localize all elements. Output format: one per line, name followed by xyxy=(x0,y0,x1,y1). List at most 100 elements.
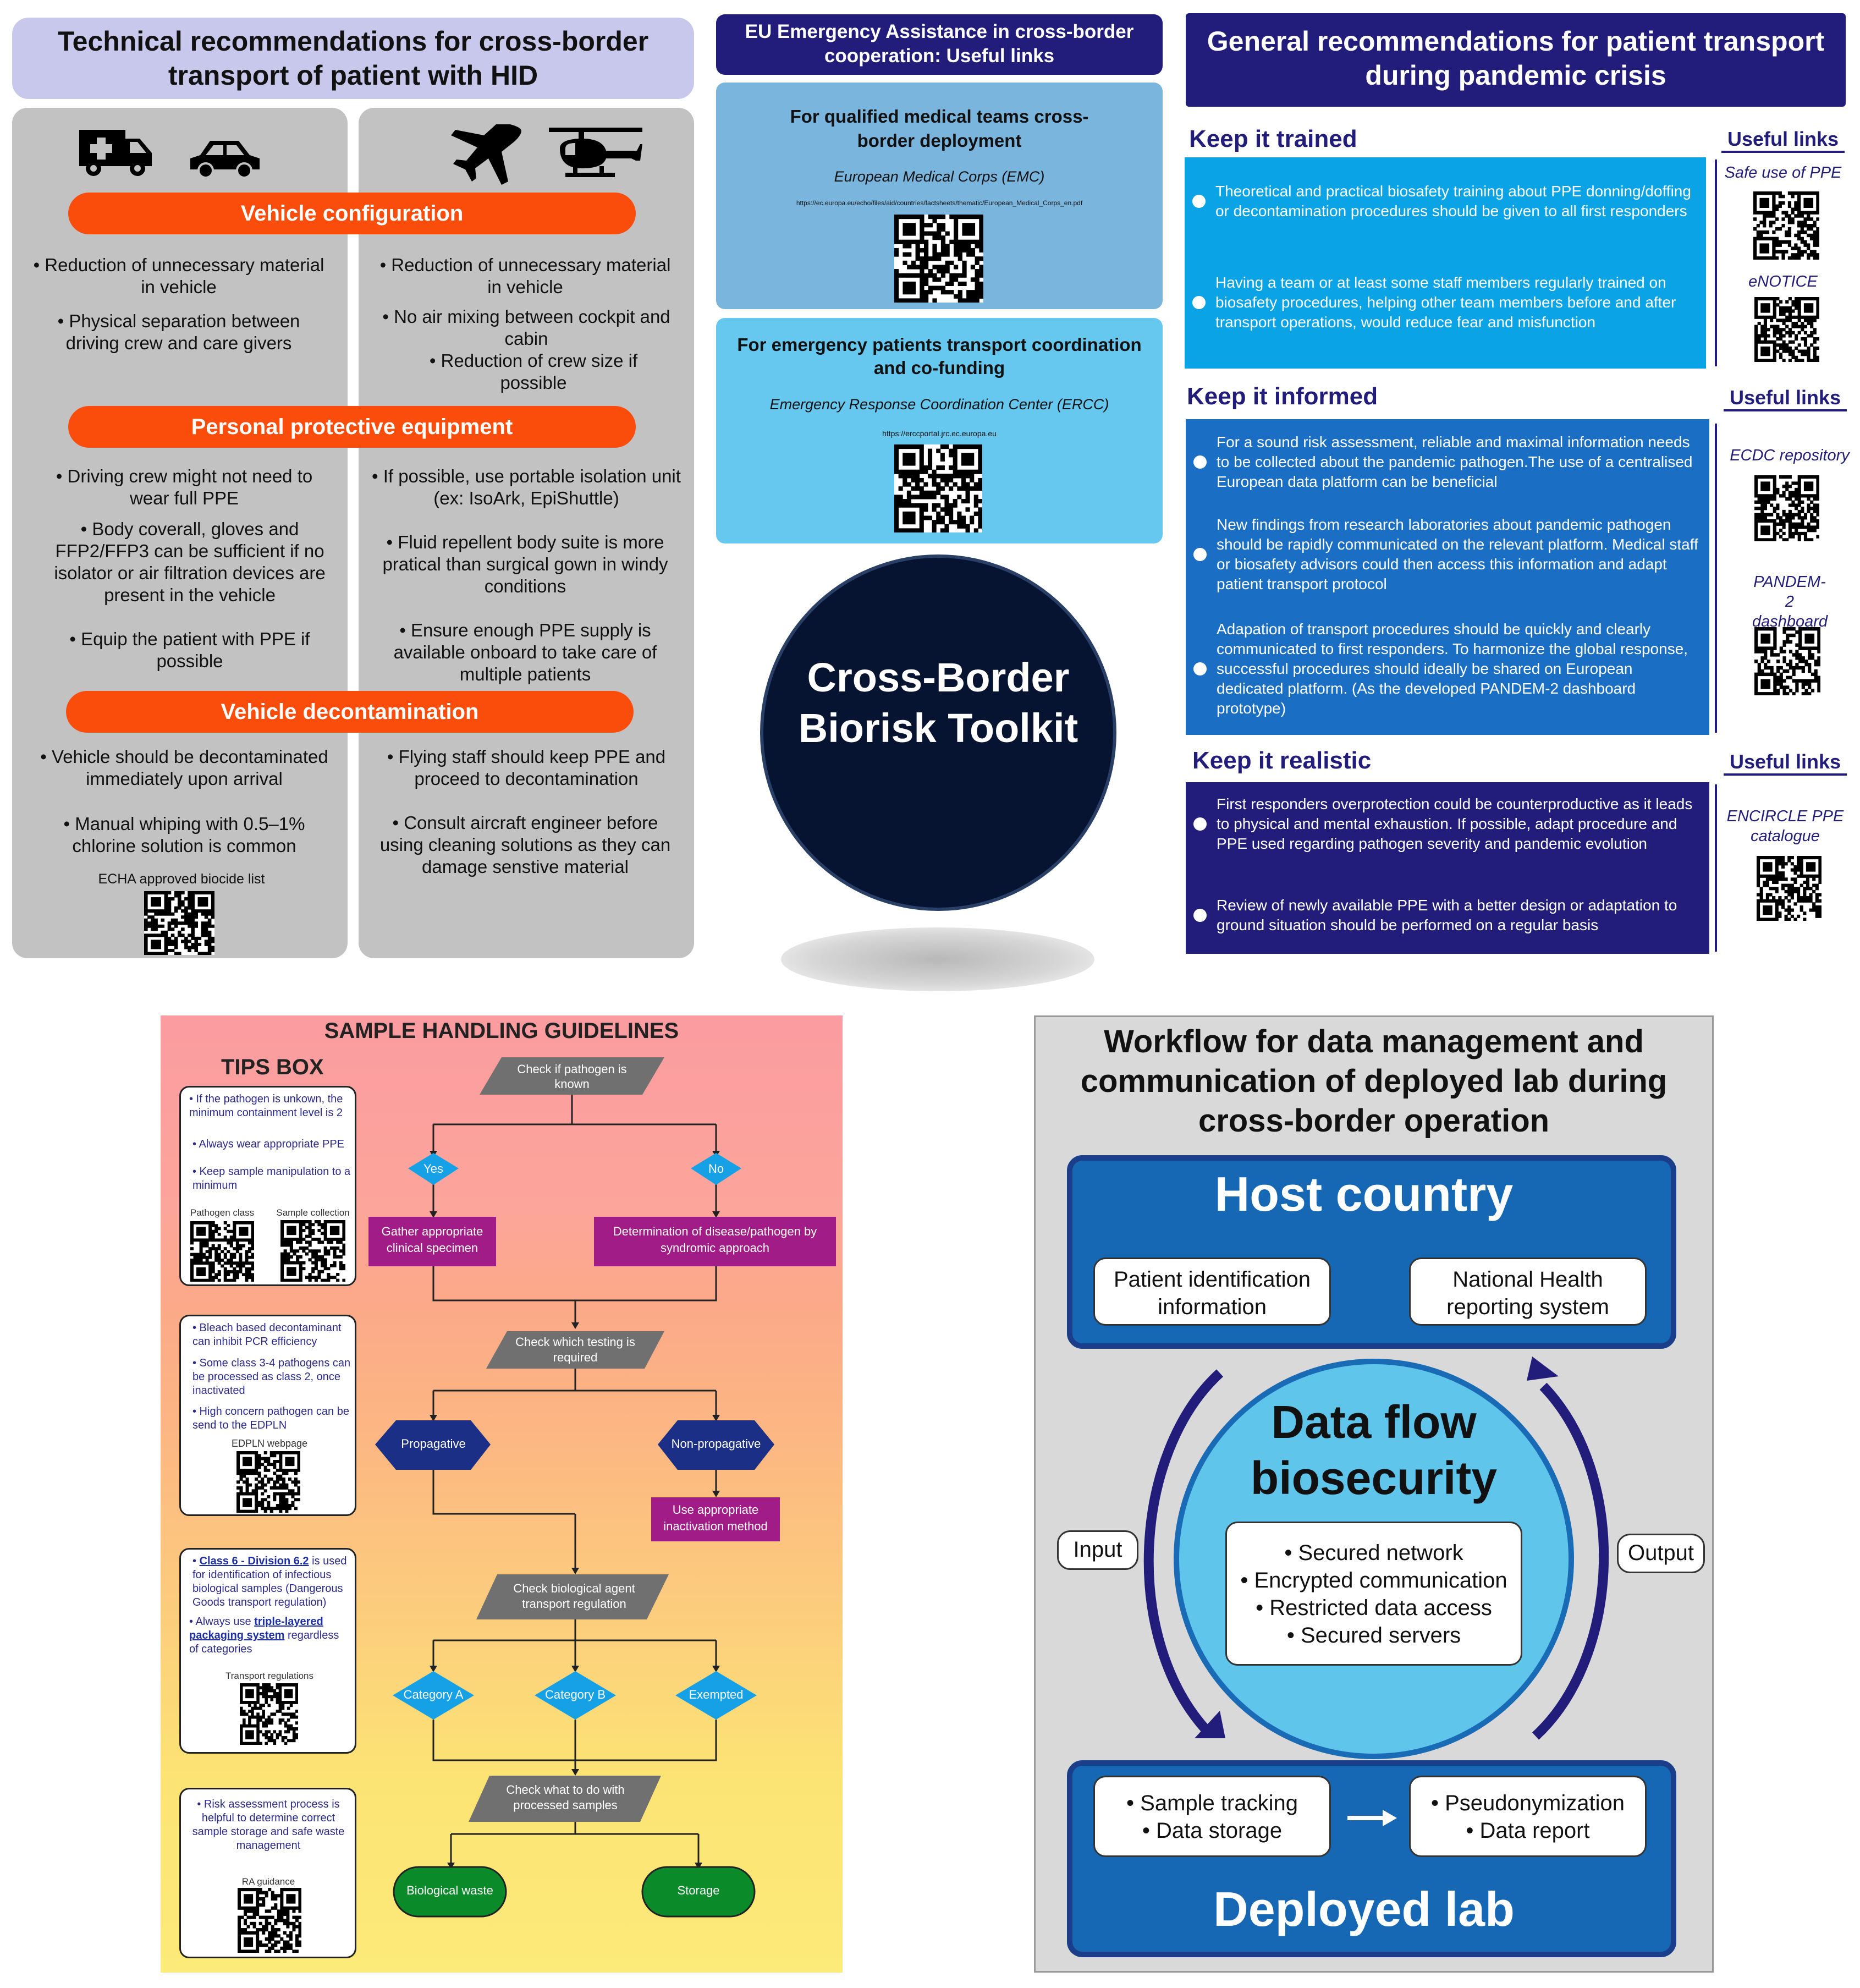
qr-ra-guidance[interactable] xyxy=(238,1888,301,1953)
bullet-dot xyxy=(1192,195,1206,208)
gather-specimen-node xyxy=(368,1217,496,1266)
non-propagative-hexagon xyxy=(658,1420,774,1470)
f-nonprop-text: Non-propagative xyxy=(671,1437,761,1451)
tip1-qr-label-2: Sample collection xyxy=(276,1207,350,1218)
tip2-text-2: • Some class 3-4 pathogens can be proces… xyxy=(192,1357,351,1397)
tip3-text-1: • Class 6 - Division 6.2 is used for ide… xyxy=(192,1555,347,1608)
informed-item-1: For a sound risk assessment, reliable an… xyxy=(1186,432,1698,492)
ercc-subtitle: Emergency Response Coordination Center (… xyxy=(769,396,1109,413)
emc-title: For qualified medical teams cross-border… xyxy=(790,106,1089,151)
qr-safe-use-ppe[interactable] xyxy=(1753,191,1819,260)
qr-encircle[interactable] xyxy=(1757,856,1822,921)
flow-arrowheads xyxy=(430,1151,720,1869)
category-b-diamond xyxy=(535,1671,616,1720)
security-bullets-box xyxy=(1225,1522,1522,1666)
tip1-text-1: • If the pathogen is unkown, the minimum… xyxy=(189,1093,343,1119)
data-flow-title: Data flow biosecurity xyxy=(1250,1396,1498,1504)
inactivation-node xyxy=(651,1497,780,1541)
f-yes-text: Yes xyxy=(423,1162,443,1176)
qr-pathogen-class[interactable] xyxy=(190,1221,254,1282)
emc-url[interactable]: https://ec.europa.eu/echo/files/aid/coun… xyxy=(796,199,1083,207)
trained-item-2: Having a team or at least some staff mem… xyxy=(1185,273,1695,332)
tech-right-1b: • No air mixing between cockpit and cabi… xyxy=(382,306,670,349)
useful-links-1: Useful links xyxy=(1721,128,1845,153)
ppe-header: Personal protective equipment xyxy=(68,406,636,448)
check-transport-node xyxy=(476,1574,669,1619)
tip3-text-2: • Always use triple-layered packaging sy… xyxy=(189,1616,339,1655)
tip2-text-3: • High concern pathogen can be send to t… xyxy=(192,1405,349,1431)
echa-qr-code[interactable] xyxy=(144,891,214,955)
national-health-box: National Health reporting system xyxy=(1409,1257,1647,1326)
f-no-text: No xyxy=(708,1162,724,1176)
ercc-title: For emergency patients transport coordin… xyxy=(737,334,1142,378)
biological-waste-node xyxy=(393,1866,507,1918)
trained-box xyxy=(1185,157,1706,369)
tech-right-2b: • Fluid repellent body suite is more pra… xyxy=(382,532,668,596)
link-safe-use-ppe[interactable]: Safe use of PPE xyxy=(1724,164,1842,182)
tech-left-2b: • Body coverall, gloves and FFP2/FFP3 ca… xyxy=(54,519,326,605)
ercc-qr-code[interactable] xyxy=(894,444,982,532)
class6-link[interactable]: Class 6 - Division 6.2 xyxy=(199,1555,309,1567)
toolkit-circle xyxy=(763,558,1113,908)
host-country-title: Host country xyxy=(1214,1167,1514,1221)
security-bullet-2: • Encrypted communication xyxy=(1240,1568,1507,1592)
pseudonymization-box: • Pseudonymization • Data report xyxy=(1409,1776,1647,1857)
informed-item-3: Adapation of transport procedures should… xyxy=(1186,619,1698,718)
realistic-items: First responders overprotection could be… xyxy=(1186,782,1709,954)
security-bullet-3: • Restricted data access xyxy=(1256,1596,1492,1620)
emc-qr-code[interactable] xyxy=(894,215,983,303)
flow-shapes xyxy=(368,1057,836,1918)
f-gather-text: Gather appropriate clinical specimen xyxy=(381,1224,483,1255)
tech-left-2c: • Equip the patient with PPE if possible xyxy=(69,629,310,671)
storage-node xyxy=(641,1866,756,1918)
tip1-text-2: • Always wear appropriate PPE xyxy=(192,1138,345,1150)
car-icon xyxy=(187,136,262,179)
link-encircle[interactable]: ENCIRCLE PPE catalogue xyxy=(1726,808,1844,845)
tips-box-heading: TIPS BOX xyxy=(221,1055,324,1079)
links-divider-3 xyxy=(1715,784,1717,952)
tip2-text-1: • Bleach based decontaminant can inhibit… xyxy=(192,1322,342,1348)
f-check-text: Check if pathogen is known xyxy=(517,1062,627,1091)
security-bullet-1: • Secured network xyxy=(1284,1541,1463,1565)
links-divider-1 xyxy=(1715,160,1717,366)
input-arrowhead xyxy=(1195,1711,1225,1738)
propagative-hexagon xyxy=(375,1420,491,1470)
link-ecdc[interactable]: ECDC repository xyxy=(1730,447,1850,464)
bullet-dot xyxy=(1193,455,1207,469)
informed-items: For a sound risk assessment, reliable an… xyxy=(1186,419,1709,735)
flow-lines xyxy=(432,1095,717,1866)
tech-right-2c: • Ensure enough PPE supply is available … xyxy=(393,620,657,684)
vehicle-decontamination-header: Vehicle decontamination xyxy=(66,691,634,733)
bullet-dot xyxy=(1193,909,1207,922)
tip4-text: • Risk assessment process is helpful to … xyxy=(192,1798,345,1852)
f-catb-text: Category B xyxy=(544,1688,606,1701)
triple-packaging-link[interactable]: triple-layered packaging system xyxy=(189,1616,323,1641)
tip1-text-3: • Keep sample manipulation to a minimum xyxy=(192,1166,351,1191)
link-enotice[interactable]: eNOTICE xyxy=(1748,273,1818,290)
category-a-diamond xyxy=(393,1671,474,1720)
check-pathogen-known-node xyxy=(480,1057,664,1095)
ambulance-icon xyxy=(77,125,154,178)
check-processed-node xyxy=(469,1776,661,1822)
ercc-url[interactable]: https://erccportal.jrc.ec.europa.eu xyxy=(882,429,997,438)
qr-ecdc[interactable] xyxy=(1754,475,1819,541)
keep-realistic-heading: Keep it realistic xyxy=(1192,747,1372,774)
f-exempt-text: Exempted xyxy=(689,1688,744,1701)
tip3-qr-label: Transport regulations xyxy=(225,1671,313,1681)
qr-enotice[interactable] xyxy=(1754,297,1819,362)
qr-pandem2[interactable] xyxy=(1754,627,1820,695)
check-testing-node xyxy=(486,1331,664,1369)
output-arrowhead xyxy=(1527,1357,1559,1381)
qr-edpln[interactable] xyxy=(236,1451,300,1513)
tech-title-box xyxy=(12,18,694,99)
qr-transport-regulations[interactable] xyxy=(240,1683,298,1745)
output-arrow xyxy=(1532,1382,1609,1740)
qr-sample-collection[interactable] xyxy=(280,1220,345,1282)
echa-link-label[interactable]: ECHA approved biocide list xyxy=(98,871,265,887)
f-determ-text: Determination of disease/pathogen by syn… xyxy=(613,1224,817,1255)
tech-right-3a: • Flying staff should keep PPE and proce… xyxy=(387,746,666,789)
tech-right-1a: • Reduction of unnecessary material in v… xyxy=(379,255,671,297)
emc-subtitle: European Medical Corps (EMC) xyxy=(834,168,1045,185)
